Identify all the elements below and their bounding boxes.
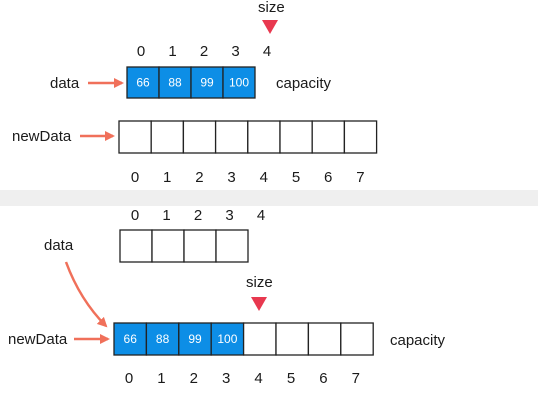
bottom-data-cell [119, 229, 153, 263]
bottom-capacity-label: capacity [390, 332, 446, 349]
bottom-data-index: 4 [257, 207, 265, 224]
top-data-index: 0 [137, 43, 145, 60]
top-newdata-cell [279, 120, 313, 154]
top-data-index: 3 [231, 43, 239, 60]
section-separator [0, 190, 538, 206]
bottom-newdata-cell-value: 99 [188, 332, 202, 346]
bottom-newdata-cell [210, 322, 245, 356]
top-newdata-index: 7 [356, 169, 364, 186]
bottom-newdata-cell [178, 322, 212, 356]
bottom-newdata-cell-value: 66 [124, 332, 138, 346]
top-data-index: 1 [168, 43, 176, 60]
bottom-data-index: 3 [225, 207, 233, 224]
bottom-data-cell [151, 229, 185, 263]
top-data-index: 2 [200, 43, 208, 60]
bottom-newdata-cell-value: 88 [156, 332, 170, 346]
top-newdata-index: 0 [131, 169, 139, 186]
bottom-data-arrow [64, 261, 108, 328]
top-newdata-index: 6 [324, 169, 332, 186]
bottom-newdata-index: 7 [352, 370, 360, 387]
bottom-size-marker [251, 297, 267, 311]
top-data-cell-value: 66 [136, 76, 150, 90]
top-newdata-cell [343, 120, 378, 154]
bottom-data-cell [215, 229, 249, 263]
top-newdata-index: 3 [227, 169, 235, 186]
top-newdata-label: newData [12, 128, 72, 145]
top-data-cell-value: 88 [168, 76, 182, 90]
bottom-newdata-cell [113, 322, 148, 356]
bottom-newdata-cell [242, 322, 277, 356]
top-data-cell-value: 99 [200, 76, 214, 90]
top-data-cell [190, 66, 224, 99]
top-size-label: size [258, 0, 285, 16]
top-newdata-cell [214, 120, 249, 154]
bottom-size-label: size [246, 274, 273, 291]
top-newdata-cell [182, 120, 217, 154]
top-newdata-cell [247, 120, 281, 154]
top-capacity-label: capacity [276, 75, 332, 92]
top-data-cell [222, 66, 256, 99]
bottom-newdata-array: 66 88 99 100 [113, 322, 374, 356]
top-newdata-array [118, 120, 378, 154]
bottom-data-index: 2 [194, 207, 202, 224]
bottom-newdata-index: 3 [222, 370, 230, 387]
top-newdata-index: 2 [195, 169, 203, 186]
bottom-data-indices: 0 1 2 3 4 [131, 207, 265, 224]
bottom-newdata-cell [307, 322, 342, 356]
top-size-marker [262, 20, 278, 34]
top-data-label: data [50, 75, 80, 92]
top-data-cell [158, 66, 192, 99]
bottom-data-index: 1 [162, 207, 170, 224]
bottom-data-cell [183, 229, 217, 263]
top-newdata-cell [118, 120, 152, 154]
bottom-newdata-index: 2 [190, 370, 198, 387]
top-newdata-index: 5 [292, 169, 300, 186]
bottom-newdata-cell [275, 322, 310, 356]
top-newdata-index: 4 [260, 169, 268, 186]
top-data-indices: 0 1 2 3 4 [137, 43, 271, 60]
bottom-newdata-cell [340, 322, 374, 356]
bottom-newdata-index: 4 [254, 370, 262, 387]
top-newdata-cell [311, 120, 346, 154]
bottom-newdata-cell-value: 100 [217, 332, 237, 346]
bottom-newdata-label: newData [8, 331, 68, 348]
bottom-newdata-cell [145, 322, 180, 356]
top-data-index: 4 [263, 43, 271, 60]
top-newdata-cell [150, 120, 185, 154]
top-data-array: 66 88 99 100 [126, 66, 256, 99]
bottom-newdata-index: 0 [125, 370, 133, 387]
bottom-newdata-index: 6 [319, 370, 327, 387]
bottom-newdata-indices: 0 1 2 3 4 5 6 7 [125, 370, 360, 387]
bottom-newdata-index: 1 [157, 370, 165, 387]
bottom-data-index: 0 [131, 207, 139, 224]
top-newdata-indices: 0 1 2 3 4 5 6 7 [131, 169, 365, 186]
top-newdata-index: 1 [163, 169, 171, 186]
bottom-newdata-index: 5 [287, 370, 295, 387]
bottom-data-label: data [44, 237, 74, 254]
top-data-cell-value: 100 [229, 76, 249, 90]
bottom-data-array [119, 229, 249, 263]
